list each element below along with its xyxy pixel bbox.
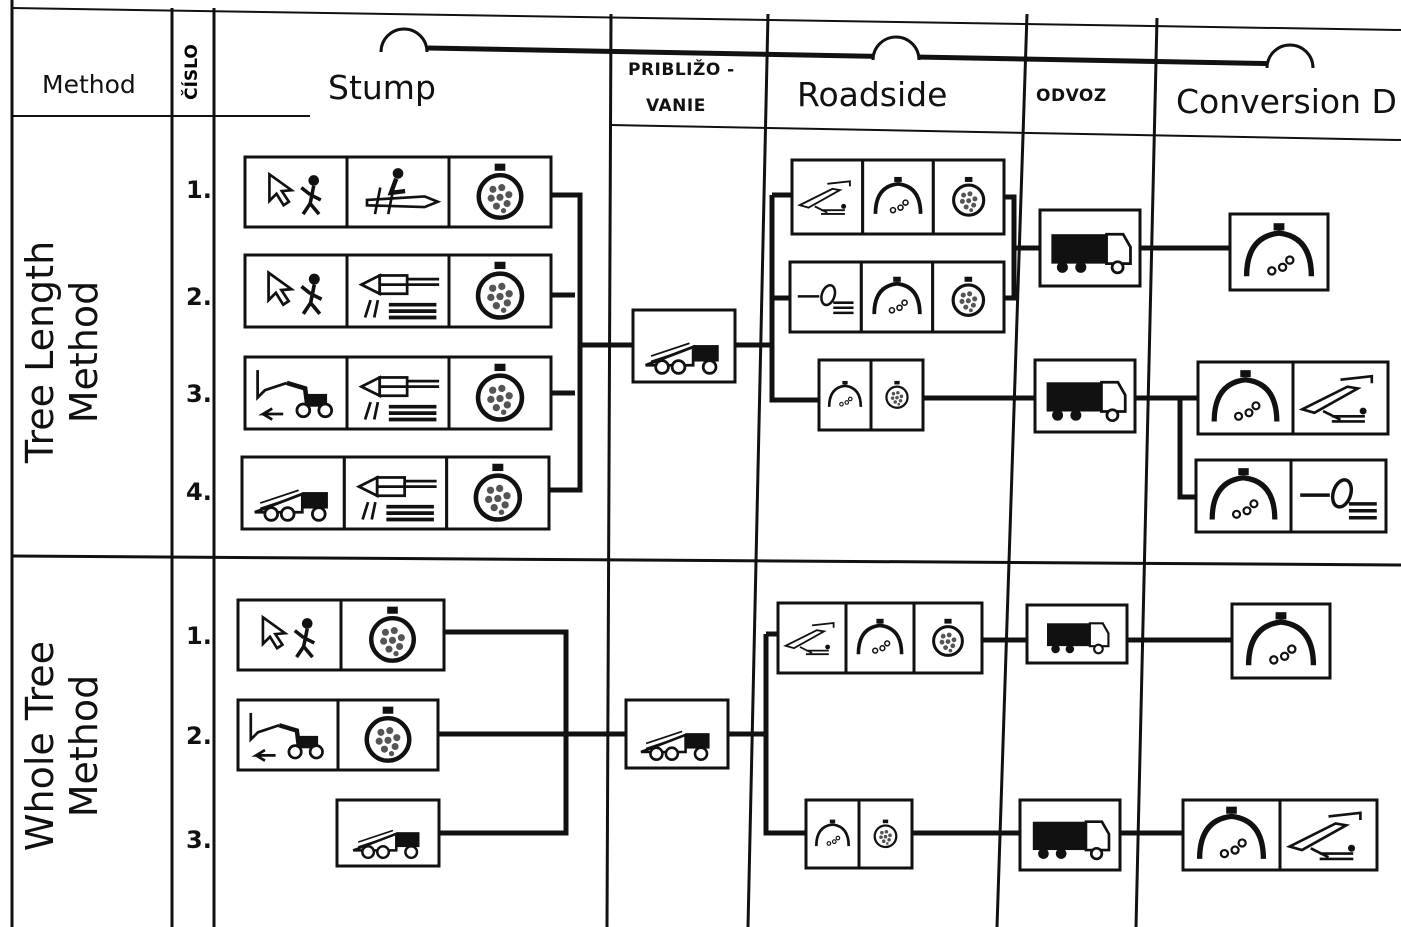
row-number: 2. [186,722,212,750]
group-tree-length-line1: Tree Length [18,232,62,472]
row-number: 2. [186,283,212,311]
icon-box [1183,800,1377,870]
header-priblizovanie-2: VANIE [646,96,706,116]
header-conversion: Conversion D [1176,82,1397,121]
icon-box [1027,605,1127,663]
timeline-node [381,29,427,52]
icon-cell [245,157,347,227]
icon-box [633,310,735,382]
group-tree-length: Tree Length Method [18,232,106,472]
icon-box [790,262,1004,332]
icon-box [238,700,438,770]
group-whole-tree: Whole Tree Method [18,626,106,866]
icon-box [1198,362,1388,434]
icon-box [245,255,551,327]
group-whole-tree-line1: Whole Tree [18,626,62,866]
header-stump: Stump [328,68,436,107]
header-roadside: Roadside [797,75,947,114]
icon-box [1230,214,1328,290]
flow-connector [549,195,580,490]
top-border [12,8,1401,30]
icon-box [1020,800,1120,870]
group-divider [12,556,1401,565]
group-tree-length-line2: Method [62,232,106,472]
timeline-node [873,37,919,60]
icon-box [238,600,444,670]
group-whole-tree-line2: Method [62,626,106,866]
icon-box [1196,460,1386,532]
timeline-line [428,48,1290,64]
icon-box [1232,604,1330,678]
timeline-node [1267,45,1313,68]
column-divider [1136,18,1157,927]
icon-cell [245,255,347,327]
icon-box [778,603,982,673]
row-number: 1. [186,176,212,204]
row-number: 1. [186,622,212,650]
column-divider [997,14,1027,927]
icon-box [1040,210,1140,286]
header-priblizovanie-1: PRIBLIŽO - [628,60,735,80]
icon-cell [238,600,341,670]
icon-box [337,800,439,866]
icon-cell [819,360,871,430]
icon-box [1035,360,1135,432]
icon-cell [806,800,859,868]
row-number: 3. [186,380,212,408]
icon-box [626,700,728,768]
icon-box [792,160,1004,234]
header-odvoz: ODVOZ [1036,86,1107,106]
header-divider [611,125,1401,140]
icon-box [245,157,551,227]
icon-cell [238,700,338,770]
icon-cell [863,160,934,234]
flow-connector [1180,398,1196,497]
header-method: Method [42,70,136,99]
row-number: 4. [186,478,212,506]
icon-cell [861,262,932,332]
icon-box [819,360,923,430]
icon-box [245,357,551,429]
header-cislo: ČÍSLO [182,44,202,100]
icon-box [242,457,549,529]
row-number: 3. [186,826,212,854]
icon-box [806,800,912,868]
icon-cell [846,603,914,673]
column-divider [607,14,611,927]
